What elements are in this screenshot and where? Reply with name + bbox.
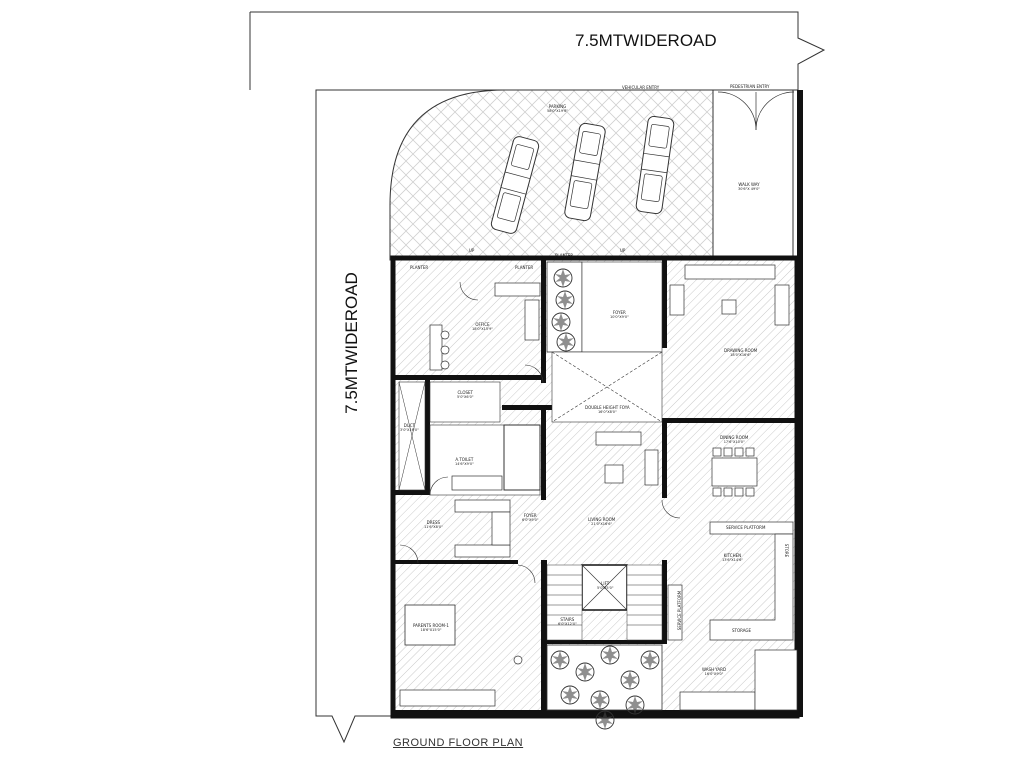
foyer-top-floor <box>581 261 663 353</box>
store-label: STORE <box>784 543 790 558</box>
up-label-2: UP <box>620 248 626 253</box>
pedestrian-entry-label: PEDESTRIAN ENTRY <box>730 84 770 89</box>
planter-label-3: PLANTER <box>555 253 574 258</box>
up-label-1: UP <box>469 248 475 253</box>
road-label-left: 7.5MTWIDEROAD <box>342 272 361 414</box>
service-platform-top-label: SERVICE PLATFORM <box>726 525 766 530</box>
plan-title: GROUND FLOOR PLAN <box>393 737 524 749</box>
planter-label-1: PLANTER <box>410 265 429 270</box>
garden-bottom <box>546 644 663 711</box>
planter-label-2: PLANTER <box>515 265 534 270</box>
vehicular-entry-label: VEHICULAR ENTRY <box>622 85 660 90</box>
road-label-top: 7.5MTWIDEROAD <box>575 31 717 50</box>
service-platform-side-label: SERVICE PLATFORM <box>677 590 683 631</box>
storage-label: STORAGE <box>732 628 752 633</box>
walkway-area <box>712 89 794 261</box>
parking-area <box>389 89 714 261</box>
